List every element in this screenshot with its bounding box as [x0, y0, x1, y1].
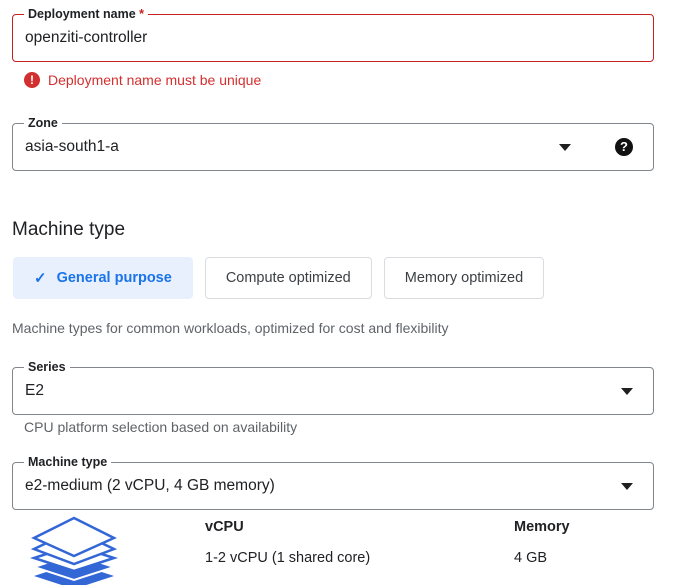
- stacked-layers-icon: [28, 516, 120, 585]
- tab-compute-optimized[interactable]: Compute optimized: [204, 257, 372, 299]
- memory-spec-column: Memory 4 GB: [514, 519, 570, 566]
- help-question-icon[interactable]: ?: [615, 138, 633, 156]
- machine-family-helper-text: Machine types for common workloads, opti…: [12, 320, 449, 336]
- series-label: Series: [24, 360, 70, 374]
- deployment-name-error-text: Deployment name must be unique: [48, 72, 262, 88]
- chevron-down-icon[interactable]: [621, 483, 633, 490]
- machine-family-tabs: ✓ General purpose Compute optimized Memo…: [13, 257, 545, 299]
- series-helper-text: CPU platform selection based on availabi…: [24, 419, 298, 435]
- tab-general-purpose-label: General purpose: [56, 270, 172, 286]
- tab-memory-optimized-label: Memory optimized: [404, 270, 524, 286]
- vcpu-header: vCPU: [205, 519, 244, 535]
- vcpu-value: 1-2 vCPU (1 shared core): [205, 550, 371, 566]
- chevron-down-icon[interactable]: [621, 388, 633, 395]
- tab-compute-optimized-label: Compute optimized: [225, 270, 351, 286]
- memory-header: Memory: [514, 519, 570, 535]
- error-exclamation-icon: !: [24, 72, 40, 88]
- deployment-name-field[interactable]: Deployment name * openziti-controller: [12, 7, 654, 62]
- required-asterisk: *: [139, 7, 145, 21]
- machine-type-selected-value[interactable]: e2-medium (2 vCPU, 4 GB memory): [25, 477, 275, 494]
- check-icon: ✓: [34, 270, 47, 287]
- series-selected-value[interactable]: E2: [25, 382, 44, 399]
- vcpu-spec-column: vCPU 1-2 vCPU (1 shared core): [205, 519, 370, 566]
- memory-value: 4 GB: [514, 550, 548, 566]
- deployment-name-label-text: Deployment name: [28, 7, 136, 21]
- deployment-name-label: Deployment name *: [24, 7, 149, 21]
- tab-general-purpose[interactable]: ✓ General purpose: [13, 257, 193, 299]
- series-field[interactable]: Series E2: [12, 360, 654, 415]
- zone-label: Zone: [24, 116, 62, 130]
- tab-memory-optimized[interactable]: Memory optimized: [383, 257, 545, 299]
- deployment-name-error: ! Deployment name must be unique: [24, 72, 261, 88]
- zone-selected-value[interactable]: asia-south1-a: [25, 138, 119, 155]
- zone-field[interactable]: Zone asia-south1-a ?: [12, 116, 654, 171]
- machine-type-field[interactable]: Machine type e2-medium (2 vCPU, 4 GB mem…: [12, 455, 654, 510]
- machine-type-section-title: Machine type: [12, 219, 126, 240]
- deployment-name-input[interactable]: openziti-controller: [25, 29, 148, 46]
- chevron-down-icon[interactable]: [559, 144, 571, 151]
- machine-type-label: Machine type: [24, 455, 112, 469]
